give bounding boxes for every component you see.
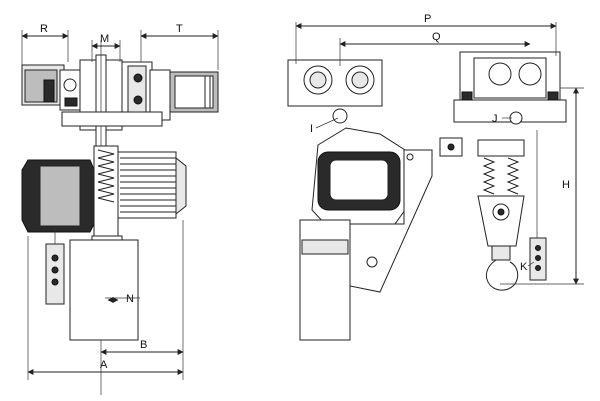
dim-label-j: J bbox=[492, 113, 498, 125]
dim-label-i: I bbox=[310, 123, 313, 135]
dim-label-h: H bbox=[562, 179, 570, 191]
cooling-fins bbox=[117, 151, 187, 219]
dim-label-r: R bbox=[40, 23, 48, 35]
front-view-dimensions: R M T N B A bbox=[21, 23, 219, 380]
dim-label-t: T bbox=[176, 23, 183, 35]
dim-label-a: A bbox=[100, 359, 108, 371]
side-view-dimensions: P Q I J H K bbox=[295, 13, 584, 285]
side-view bbox=[287, 51, 567, 341]
dim-label-m: M bbox=[100, 33, 109, 45]
dim-label-k: K bbox=[520, 261, 528, 273]
dim-label-b: B bbox=[140, 339, 147, 351]
front-view bbox=[21, 40, 219, 395]
dim-label-n: N bbox=[126, 293, 134, 305]
dim-label-q: Q bbox=[432, 31, 441, 43]
dim-label-p: P bbox=[424, 13, 431, 25]
